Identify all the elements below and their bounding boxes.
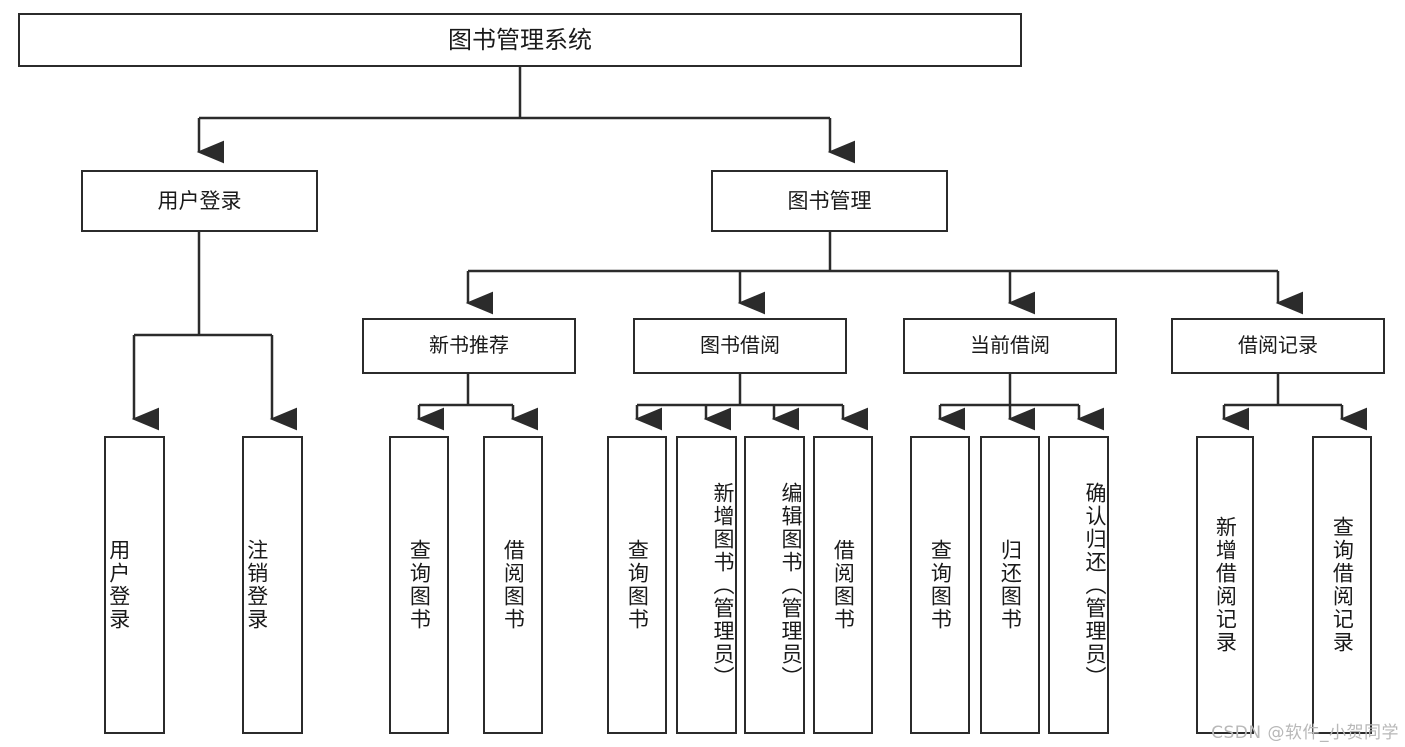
node-current-borrow-label: 当前借阅 [970,333,1050,358]
node-book-manage-label: 图书管理 [787,188,872,213]
node-root-label: 图书管理系统 [448,25,592,54]
node-leaf-confirm-return[interactable]: 确认归还（管理员） [1048,436,1109,734]
node-leaf-borrow-book-2[interactable]: 借阅图书 [813,436,873,734]
node-leaf-query-record-label: 查询借阅记录 [1330,516,1355,654]
node-leaf-borrow-book-1-label: 借阅图书 [501,539,526,631]
node-root[interactable]: 图书管理系统 [18,13,1022,67]
node-leaf-query-record[interactable]: 查询借阅记录 [1312,436,1372,734]
node-leaf-confirm-return-label: 确认归还（管理员） [1083,481,1107,689]
node-book-manage[interactable]: 图书管理 [711,170,948,232]
node-leaf-edit-book-label: 编辑图书（管理员） [779,481,803,689]
node-book-borrow-label: 图书借阅 [700,333,780,358]
node-leaf-add-book[interactable]: 新增图书（管理员） [676,436,737,734]
node-leaf-user-login[interactable]: 用户登录 [104,436,165,734]
node-book-borrow[interactable]: 图书借阅 [633,318,847,374]
node-user-login-label: 用户登录 [157,188,242,213]
node-new-book-rec-label: 新书推荐 [429,333,509,358]
node-leaf-query-book-3[interactable]: 查询图书 [910,436,970,734]
node-leaf-add-record-label: 新增借阅记录 [1213,516,1238,654]
node-leaf-query-book-2[interactable]: 查询图书 [607,436,667,734]
node-leaf-query-book-3-label: 查询图书 [928,539,953,631]
node-leaf-query-book-1[interactable]: 查询图书 [389,436,449,734]
node-current-borrow[interactable]: 当前借阅 [903,318,1117,374]
node-user-login[interactable]: 用户登录 [81,170,318,232]
node-leaf-user-login-label: 用户登录 [106,539,131,631]
node-leaf-query-book-2-label: 查询图书 [625,539,650,631]
node-borrow-record[interactable]: 借阅记录 [1171,318,1385,374]
node-leaf-add-book-label: 新增图书（管理员） [711,481,735,689]
node-leaf-return-book[interactable]: 归还图书 [980,436,1040,734]
node-leaf-logout-login[interactable]: 注销登录 [242,436,303,734]
node-leaf-borrow-book-2-label: 借阅图书 [831,539,856,631]
node-new-book-rec[interactable]: 新书推荐 [362,318,576,374]
watermark: CSDN @软件_小贺同学 [1211,723,1399,743]
node-leaf-add-record[interactable]: 新增借阅记录 [1196,436,1254,734]
node-leaf-query-book-1-label: 查询图书 [407,539,432,631]
node-leaf-logout-login-label: 注销登录 [244,539,269,631]
node-leaf-borrow-book-1[interactable]: 借阅图书 [483,436,543,734]
node-leaf-edit-book[interactable]: 编辑图书（管理员） [744,436,805,734]
node-borrow-record-label: 借阅记录 [1238,333,1318,358]
node-leaf-return-book-label: 归还图书 [998,539,1023,631]
